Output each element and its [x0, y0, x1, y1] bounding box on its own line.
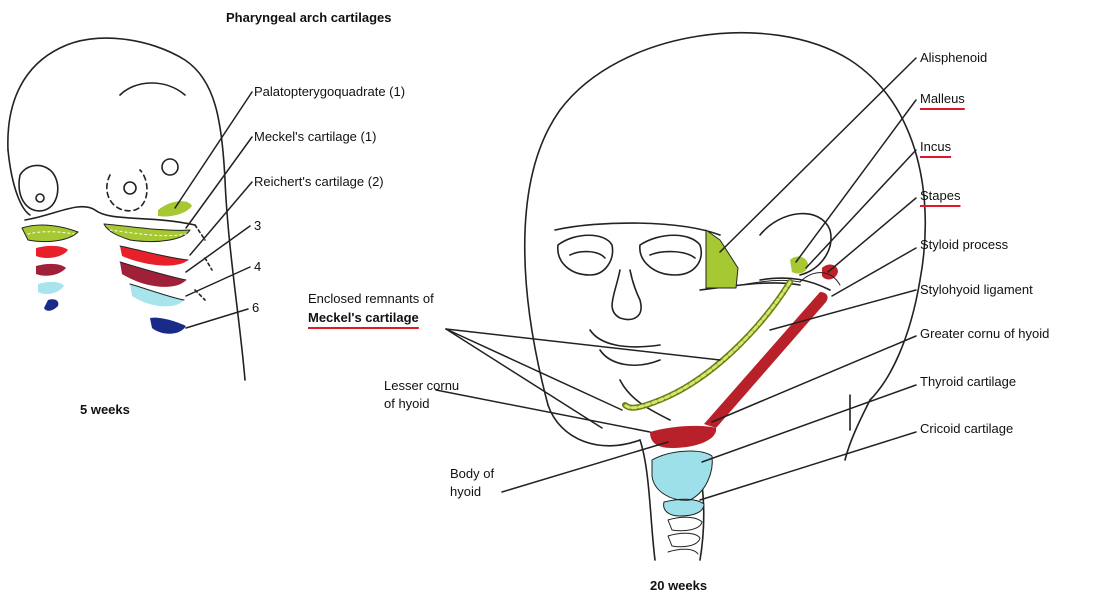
arch4-right: [130, 284, 184, 306]
fetal-cartilages: [650, 230, 838, 516]
arch1-mandibular-right: [104, 224, 190, 242]
label-arch-6: 6: [252, 300, 259, 315]
label-alisphenoid: Alisphenoid: [920, 50, 987, 65]
label-cricoid-cartilage: Cricoid cartilage: [920, 421, 1013, 436]
arch6-right: [150, 318, 186, 334]
label-meckel-remnants-line1: Enclosed remnants of: [308, 291, 434, 306]
label-lesser-cornu-line1: Lesser cornu: [384, 378, 459, 393]
label-thyroid-cartilage: Thyroid cartilage: [920, 374, 1016, 389]
fetal-head-outline: [525, 33, 926, 560]
arch1-maxillary-right: [158, 201, 192, 216]
caption-5-weeks: 5 weeks: [80, 402, 130, 417]
label-malleus: Malleus: [920, 91, 965, 106]
label-arch-4: 4: [254, 259, 261, 274]
label-lesser-cornu-line2: of hyoid: [384, 396, 430, 411]
arch2-right: [120, 246, 188, 266]
caption-20-weeks: 20 weeks: [650, 578, 707, 593]
label-palatopterygoquadrate: Palatopterygoquadrate (1): [254, 84, 405, 99]
meckel-remnant-path: [625, 282, 790, 408]
arch6-left: [44, 299, 58, 311]
label-greater-cornu: Greater cornu of hyoid: [920, 326, 1049, 341]
label-meckels-cartilage: Meckel's cartilage (1): [254, 129, 376, 144]
embryo-head-outline: [8, 38, 245, 380]
label-styloid-process: Styloid process: [920, 237, 1008, 252]
stapes-shape: [822, 265, 838, 280]
diagram-title: Pharyngeal arch cartilages: [226, 10, 391, 25]
label-stapes: Stapes: [920, 188, 960, 203]
label-stylohyoid-ligament: Stylohyoid ligament: [920, 282, 1033, 297]
label-reicherts-cartilage: Reichert's cartilage (2): [254, 174, 384, 189]
arch2-left: [36, 246, 68, 258]
arch3-right: [120, 262, 186, 287]
label-meckel-remnants-line2: Meckel's cartilage: [308, 310, 419, 325]
arch3-left: [36, 264, 66, 276]
label-body-of-hyoid-line1: Body of: [450, 466, 494, 481]
label-incus: Incus: [920, 139, 951, 154]
label-body-of-hyoid-line2: hyoid: [450, 484, 481, 499]
arch4-left: [38, 282, 64, 294]
label-arch-3: 3: [254, 218, 261, 233]
